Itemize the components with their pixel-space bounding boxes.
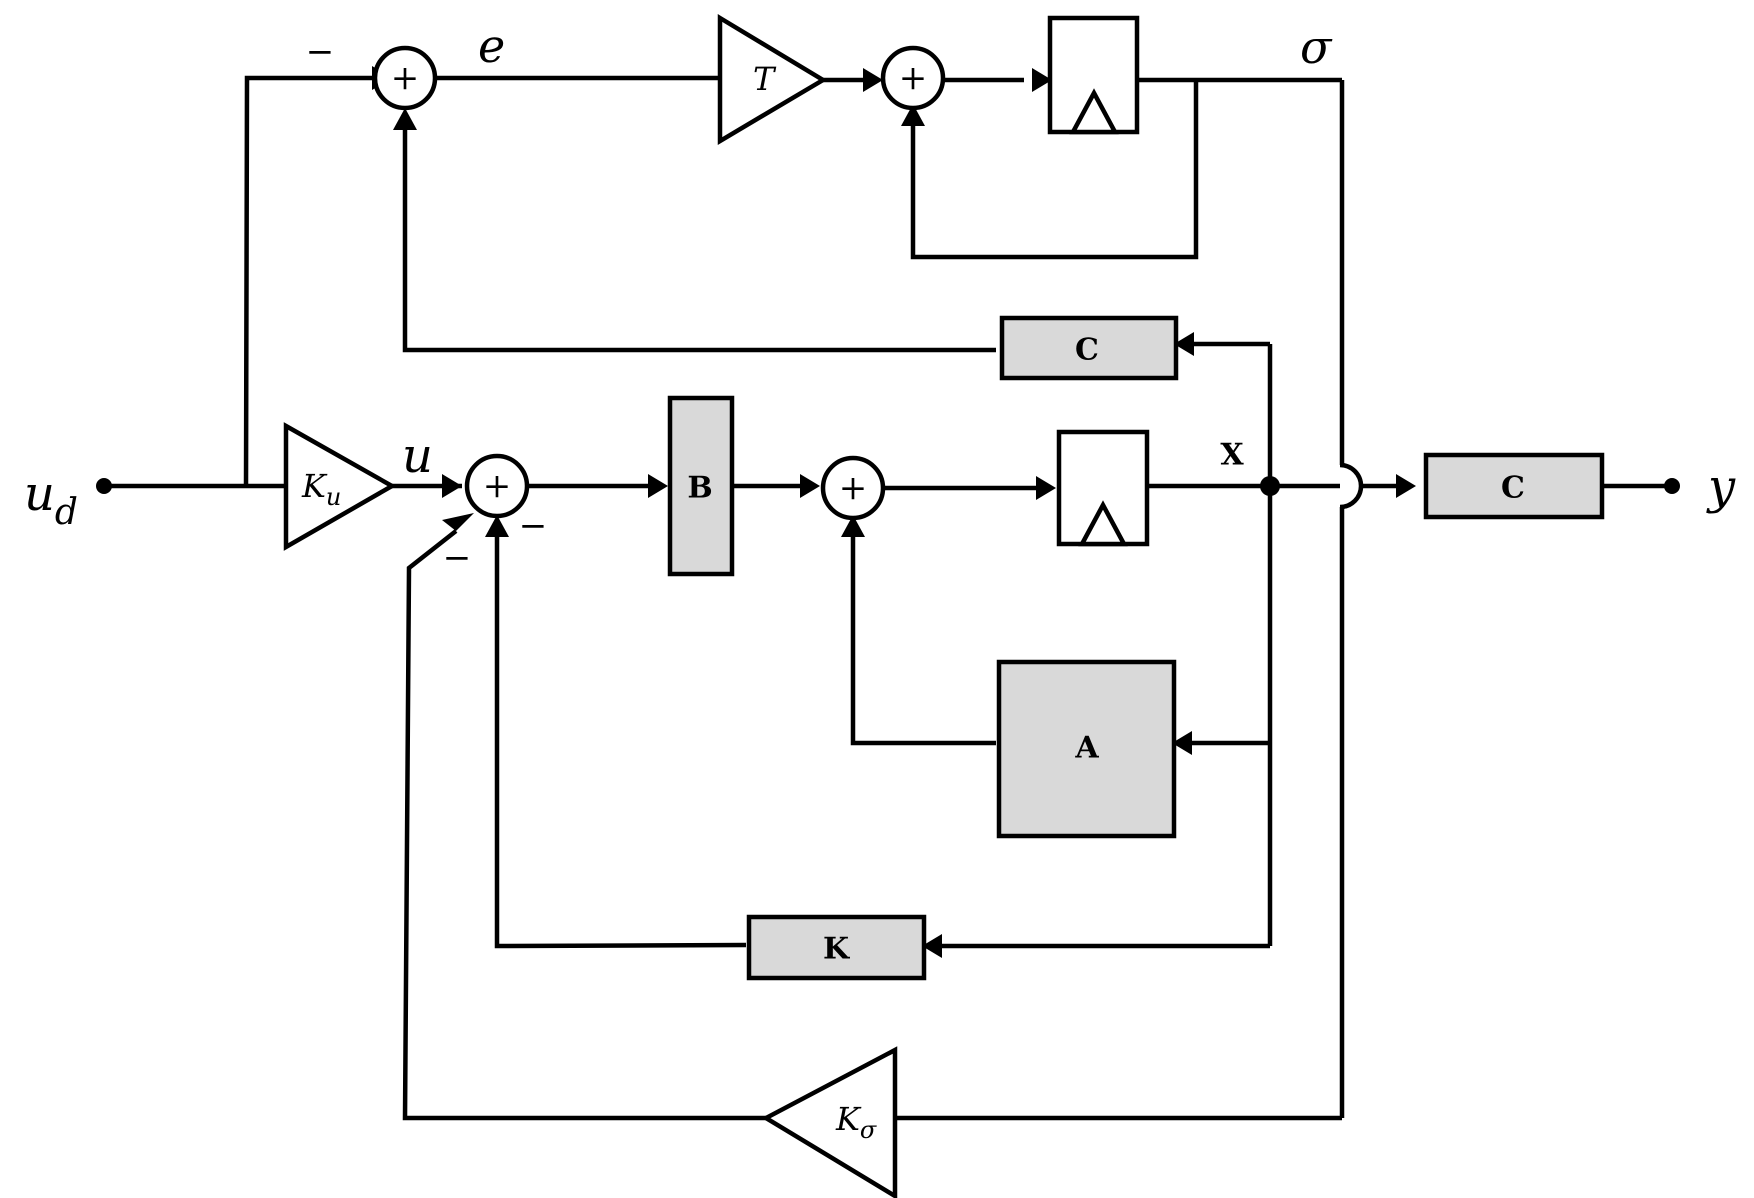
matrix-b-block: B [667,395,735,577]
arrow-into-k [922,934,942,958]
sum-state: + [820,455,886,521]
integrator-main-triangle [1078,500,1128,547]
gain-ku-block: Ku [283,422,397,551]
arrow-into-main-sum-diagonal [442,513,474,531]
gain-t-label: T [753,60,777,98]
input-terminal [96,478,112,494]
minus-main-sum-k: − [519,506,548,546]
arrow-into-b [648,474,668,498]
arrow-into-sum3-bottom [901,104,925,126]
gain-ku-label: K [301,467,328,505]
sum-state-plus: + [839,468,868,508]
matrix-k-block: K [746,914,927,981]
input-label: ud [24,466,78,533]
state-junction [1260,476,1280,496]
matrix-a-block: A [996,659,1177,839]
arrow-into-output-c [1396,474,1416,498]
gain-ksigma-block: Kσ [761,1046,898,1198]
svg-text:Kσ: Kσ [835,1100,877,1144]
arrow-into-sum2-left [800,474,820,498]
wires [104,75,1672,1121]
arrow-into-a [1172,731,1192,755]
gain-ksigma-label: K [835,1100,862,1138]
arrowheads [372,66,1416,958]
matrix-a-label: A [1074,731,1099,766]
output-terminal [1664,478,1680,494]
matrix-c-output-label: C [1501,471,1525,506]
u-label: u [402,428,433,484]
state-x-label: X [1220,438,1244,473]
output-label: y [1706,459,1736,515]
minus-top-sum: − [306,32,335,72]
sum-top: + [372,45,438,111]
sum-main: + [464,453,530,519]
e-label: e [478,19,505,73]
matrix-c-output-block: C [1423,452,1605,520]
gain-ku-sub: u [326,483,341,511]
arrow-into-feedback-c [1174,332,1194,356]
integrator-top-block [1047,15,1140,135]
gain-ksigma-sub: σ [860,1116,877,1144]
sum-integrator-top: + [880,45,946,111]
gain-t-block: T [717,14,828,145]
integrator-main-block [1056,429,1150,547]
arrow-into-top-sum-bottom [393,108,417,130]
sigma-label: σ [1300,20,1333,74]
matrix-k-label: K [823,932,850,967]
sum-top-plus: + [391,58,420,98]
sum-main-plus: + [483,466,512,506]
arrow-into-sum2-bottom [841,515,865,537]
arrow-into-main-sum-bottom [485,515,509,537]
minus-main-sum-sigma: − [443,538,472,578]
arrow-into-sum3-left [863,68,883,92]
matrix-c-feedback-label: C [1075,333,1099,368]
matrix-c-feedback-block: C [999,315,1179,381]
arrow-into-main-sum-left [442,474,462,498]
matrix-b-label: B [687,471,712,506]
sum-integrator-top-plus: + [899,58,928,98]
arrow-into-integrator [1036,476,1056,500]
svg-text:Ku: Ku [301,467,341,511]
arrow-into-top-integrator [1032,68,1052,92]
integrator-top-triangle [1069,88,1119,135]
